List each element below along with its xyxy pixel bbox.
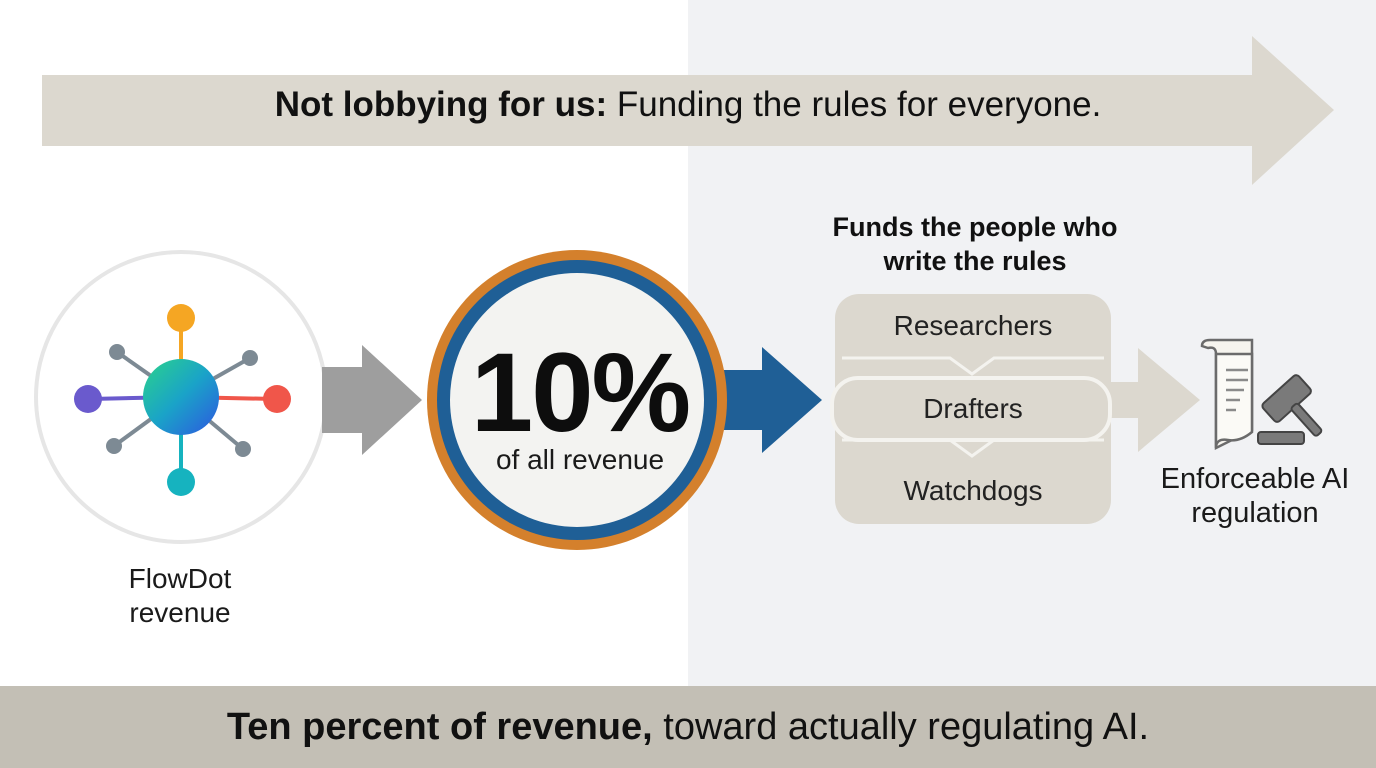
footer-bold: Ten percent of revenue, xyxy=(226,706,653,748)
banner-arrow xyxy=(42,36,1334,185)
source-label: FlowDot revenue xyxy=(128,563,232,628)
percentage-value: 10% xyxy=(470,330,691,455)
grey-arrow xyxy=(322,345,422,455)
network-hub-icon xyxy=(74,304,291,496)
footer-rest: toward actually regulating AI. xyxy=(652,706,1150,748)
blue-arrow xyxy=(700,347,822,453)
percentage-ring xyxy=(427,250,727,550)
funds-heading: Funds the people who write the rules xyxy=(832,212,1118,276)
role-watchdogs: Watchdogs xyxy=(903,475,1043,506)
footer-bar xyxy=(0,686,1376,768)
footer-text: Ten percent of revenue, toward actually … xyxy=(0,706,1376,749)
percentage-caption: of all revenue xyxy=(495,444,665,475)
banner-text: Not lobbying for us: Funding the rules f… xyxy=(0,85,1376,125)
document-gavel-icon xyxy=(1200,338,1323,451)
banner-bold: Not lobbying for us: xyxy=(274,85,608,124)
banner-rest: Funding the rules for everyone. xyxy=(607,85,1102,124)
role-researchers: Researchers xyxy=(893,310,1053,341)
role-drafters: Drafters xyxy=(923,393,1023,424)
funds-container xyxy=(830,294,1200,524)
outcome-label: Enforceable AI regulation xyxy=(1160,463,1350,529)
